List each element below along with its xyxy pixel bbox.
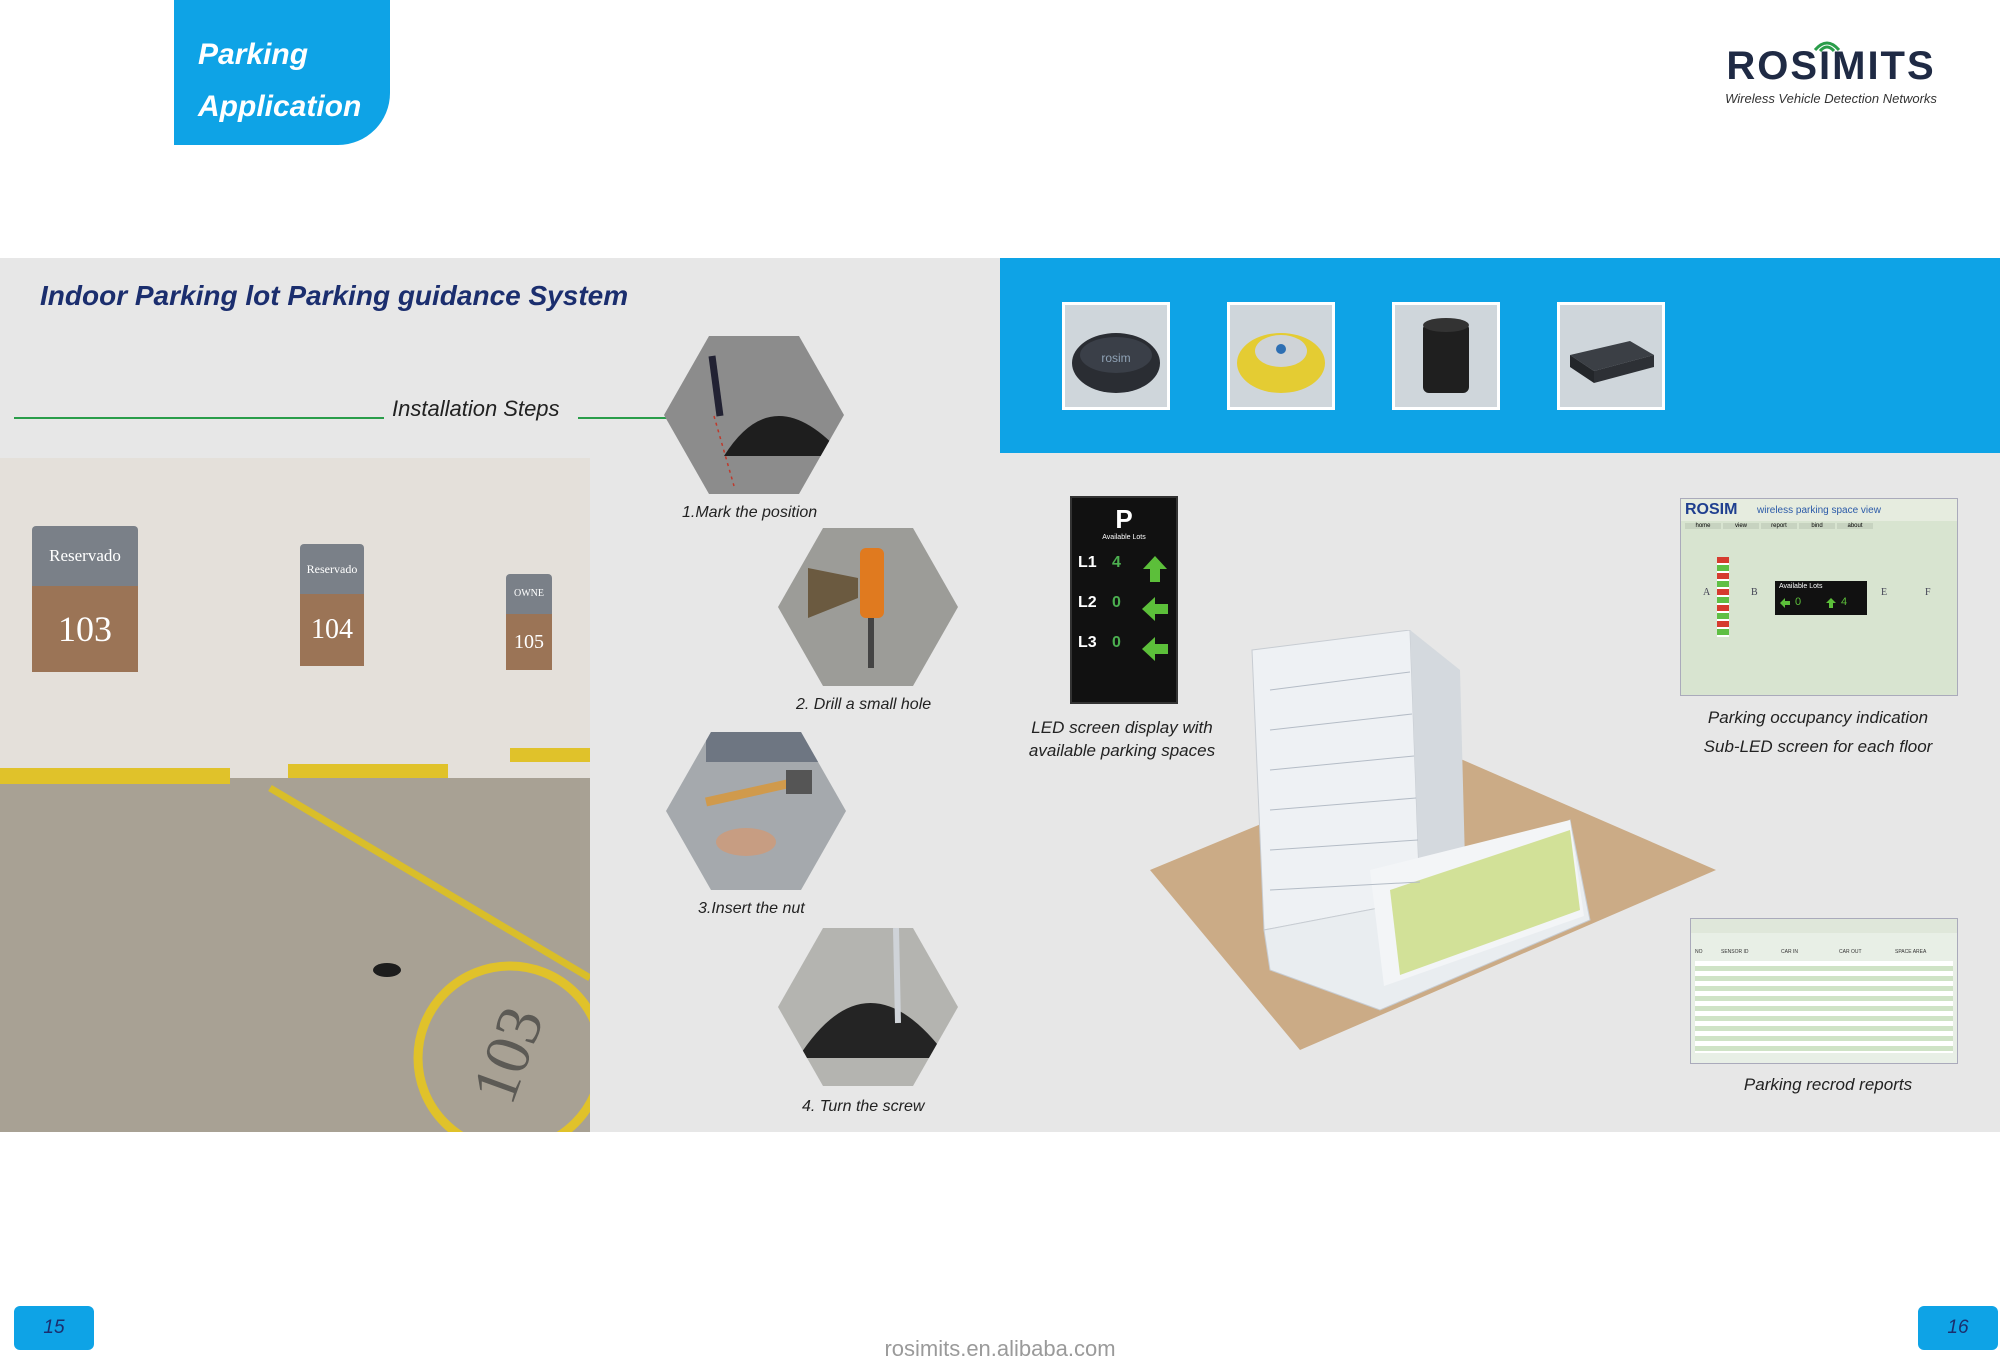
sensor-yellow-icon [1237,333,1325,393]
sign-number: 103 [32,586,138,672]
occupancy-nav: home view report bind about [1685,523,1875,533]
led-row-2: L2 0 [1078,594,1174,624]
wifi-icon [1813,41,1841,52]
arrow-left-icon [1780,598,1790,608]
controller-box-icon [1570,341,1654,383]
step-2-caption: 2. Drill a small hole [796,696,932,713]
led-level: L3 [1078,634,1097,651]
occupancy-brand: ROSIM [1685,501,1738,518]
occupancy-view-title: wireless parking space view [1757,505,1881,516]
sign-number: 104 [300,594,364,666]
product-sensor-dark[interactable]: rosim [1062,302,1170,410]
footer-url[interactable]: rosimits.en.alibaba.com [884,1336,1116,1361]
sign-105: OWNE 105 [506,574,552,670]
marker-icon [708,355,844,487]
arrow-up-icon [1826,598,1836,608]
report-header-bar [1691,919,1957,933]
led-row-3: L3 0 [1078,634,1174,664]
led-caption-2: available parking spaces [1028,741,1216,760]
nav-about[interactable]: about [1837,523,1873,529]
steps-label: Installation Steps [392,396,560,421]
nav-home[interactable]: home [1685,523,1721,529]
sign-number: 105 [506,614,552,670]
gateway-cylinder-icon [1423,318,1469,393]
sensor-dark-icon [1072,333,1160,393]
occupancy-header: ROSIM wireless parking space view [1681,499,1957,521]
report-columns: NO SENSOR ID CAR IN CAR OUT SPACE AREA [1695,949,1953,959]
occupancy-screen: ROSIM wireless parking space view home v… [1680,498,1958,696]
brand-name: ROSIMITS [1726,44,1936,88]
report-table: NO SENSOR ID CAR IN CAR OUT SPACE AREA [1690,918,1958,1064]
arrow-left-icon [1142,597,1168,621]
sensor-label: rosim [1101,351,1131,365]
steps-line-left [14,417,384,419]
sign-label: Reservado [49,546,121,565]
step-1-caption: 1.Mark the position [682,504,818,521]
step-4-caption: 4. Turn the screw [802,1098,925,1115]
occupancy-caption-2: Sub-LED screen for each floor [1703,737,1933,756]
arrow-left-icon [1142,637,1168,661]
led-count: 0 [1112,634,1121,651]
led-count: 4 [1112,554,1121,571]
wheel-stop [288,764,448,778]
led-caption-1: LED screen display with [1031,718,1213,737]
section-title: Indoor Parking lot Parking guidance Syst… [40,280,629,311]
col-sensor-id: SENSOR ID [1721,949,1749,955]
product-sensor-yellow[interactable] [1227,302,1335,410]
wheel-stop [510,748,590,762]
zone-e: E [1881,587,1888,598]
col-car-in: CAR IN [1781,949,1798,955]
product-gateway[interactable] [1392,302,1500,410]
zone-a: A [1703,587,1711,598]
arrow-up-icon [1143,556,1167,582]
parking-photo: Reservado 103 Reservado 104 OWNE 105 103 [0,458,590,1132]
tab-line-2: Application [198,90,362,123]
section-tab: Parking Application [174,0,390,145]
popup-right-count: 4 [1841,596,1848,608]
occupancy-popup: Available Lots 0 4 [1775,581,1867,615]
occupancy-caption-1: Parking occupancy indication [1707,708,1929,727]
floor [0,778,590,1132]
nav-report[interactable]: report [1761,523,1797,529]
drill-icon [808,548,884,668]
col-no: NO [1695,949,1703,955]
sign-103: Reservado 103 [32,526,138,672]
steps-line-right [578,417,668,419]
col-car-out: CAR OUT [1839,949,1862,955]
screwdriver-icon [798,928,948,1058]
building-illustration [1150,630,1716,1050]
sign-label: OWNE [514,588,544,599]
led-screen: P Available Lots L1 4 L2 0 L3 0 [1070,496,1178,704]
floor-lines [268,784,590,1132]
page-number-right: 16 [1918,1306,1998,1350]
parking-symbol: P [1115,504,1133,534]
brand-logo: ROSIMITS Wireless Vehicle Detection Netw… [1716,41,1946,114]
popup-left-count: 0 [1795,596,1802,608]
zone-b: B [1751,587,1758,598]
step-1-image [664,336,844,494]
report-caption: Parking recrod reports [1743,1075,1913,1094]
led-row-1: L1 4 [1078,554,1174,584]
zone-f: F [1925,587,1931,598]
wheel-stop [0,768,230,784]
tab-line-1: Parking [198,38,309,71]
step-3-caption: 3.Insert the nut [698,900,805,917]
product-controller[interactable] [1557,302,1665,410]
sign-104: Reservado 104 [300,544,364,666]
popup-title: Available Lots [1779,583,1823,590]
led-header: Available Lots [1102,534,1146,541]
nav-bind[interactable]: bind [1799,523,1835,529]
led-count: 0 [1112,594,1121,611]
nav-view[interactable]: view [1723,523,1759,529]
page-number-left: 15 [14,1306,94,1350]
col-space-area: SPACE AREA [1895,949,1927,955]
report-rows [1695,961,1953,1053]
led-level: L1 [1078,554,1097,571]
sign-label: Reservado [306,562,358,576]
brand-tagline: Wireless Vehicle Detection Networks [1725,91,1937,106]
occupancy-bars [1717,557,1729,637]
led-level: L2 [1078,594,1097,611]
